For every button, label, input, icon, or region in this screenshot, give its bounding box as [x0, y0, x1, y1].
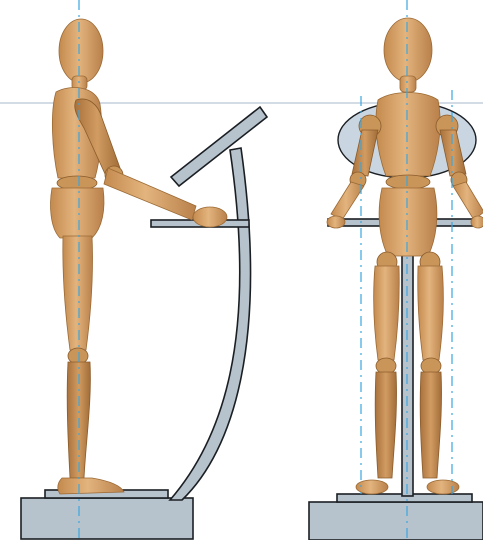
mannequin-front-shin-left	[375, 372, 396, 478]
mannequin-front-forearm-right	[453, 182, 483, 220]
mannequin-front-hand-right	[471, 216, 483, 228]
mannequin-front-thigh-right	[418, 266, 444, 360]
mannequin-front-waist	[386, 175, 430, 189]
mannequin-front-foot-right	[427, 480, 459, 494]
side-floor-base	[21, 498, 193, 539]
mannequin-side-thigh	[63, 236, 93, 350]
mannequin-front-hand-left	[327, 216, 345, 228]
mannequin-side-head	[59, 19, 103, 83]
lectern-slanted-top	[171, 107, 267, 186]
mannequin-front-pelvis	[379, 188, 437, 256]
mannequin-front-neck	[400, 76, 416, 92]
mannequin-front-head	[384, 18, 432, 82]
front-view	[309, 0, 483, 540]
mannequin-front-forearm-left	[331, 182, 364, 220]
mannequin-side-pelvis	[51, 188, 104, 238]
mannequin-side-hand	[193, 207, 227, 227]
mannequin-side-foot	[58, 478, 124, 494]
mannequin-front-chest	[376, 93, 440, 177]
mannequin-front-thigh-left	[374, 266, 400, 360]
front-floor-base	[309, 502, 483, 540]
mannequin-side	[51, 19, 227, 494]
side-view	[21, 0, 267, 540]
mannequin-front-shin-right	[420, 372, 441, 478]
